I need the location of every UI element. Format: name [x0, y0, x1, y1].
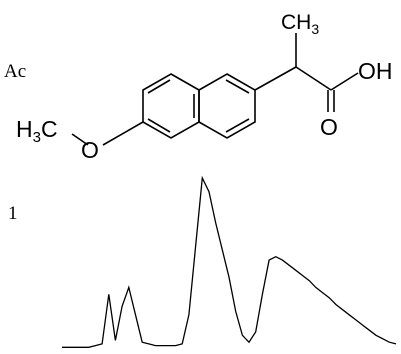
chromatogram-trace: [62, 175, 397, 348]
partial-label-top: Ac: [4, 61, 26, 82]
ether-oxygen-label: O: [81, 137, 99, 163]
double-bond-4: [225, 79, 250, 94]
hydroxyl-label: OH: [358, 58, 393, 84]
double-bond-1: [147, 79, 171, 94]
bond-ether-methyl: [71, 133, 89, 146]
carbonyl-oxygen-label: O: [320, 114, 338, 140]
bond-ring-ether: [102, 121, 144, 146]
methyl-label: H3C: [16, 116, 58, 146]
ch3-label: CH3: [281, 11, 319, 37]
bond-ring-alpha: [254, 66, 297, 91]
double-bond-2: [147, 118, 171, 133]
ring-left: [142, 73, 200, 139]
partial-label-mid: 1: [8, 203, 18, 224]
bond-alpha-carboxyl: [295, 66, 332, 91]
double-bond-5: [225, 118, 250, 133]
ring-right: [198, 73, 256, 139]
bond-carboxyl-oh: [330, 72, 359, 91]
molecule-structure: [71, 33, 359, 146]
